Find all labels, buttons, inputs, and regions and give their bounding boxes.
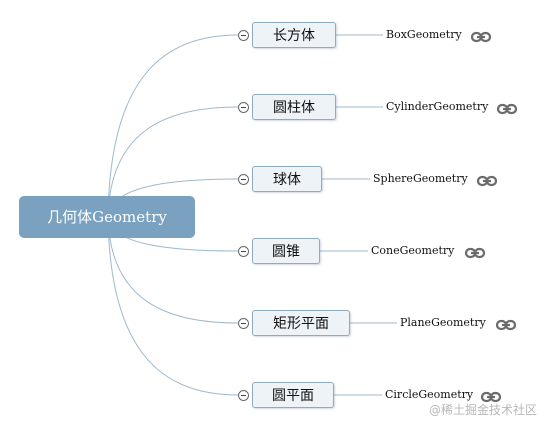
collapse-minus-icon[interactable] bbox=[238, 390, 249, 401]
link-icon[interactable] bbox=[471, 31, 491, 43]
leaf-label-cylindergeometry[interactable]: CylinderGeometry bbox=[386, 100, 489, 113]
branch-node-plane[interactable]: 矩形平面 bbox=[252, 310, 350, 336]
branch-label: 长方体 bbox=[273, 28, 315, 44]
branch-label: 球体 bbox=[273, 172, 301, 188]
branch-node-cone[interactable]: 圆锥 bbox=[252, 238, 320, 264]
branch-label: 圆锥 bbox=[272, 244, 300, 260]
connector-curve bbox=[107, 216, 239, 324]
root-label-en: Geometry bbox=[92, 208, 167, 226]
branch-label: 圆平面 bbox=[272, 388, 314, 404]
link-icon[interactable] bbox=[477, 175, 497, 187]
collapse-minus-icon[interactable] bbox=[238, 102, 249, 113]
connector-curve bbox=[107, 106, 239, 218]
leaf-label-planegeometry[interactable]: PlaneGeometry bbox=[400, 316, 486, 329]
link-icon[interactable] bbox=[465, 247, 485, 259]
leaf-label-boxgeometry[interactable]: BoxGeometry bbox=[386, 28, 462, 41]
connector-curve bbox=[107, 34, 239, 218]
collapse-minus-icon[interactable] bbox=[238, 246, 249, 257]
leaf-label-circlegeometry[interactable]: CircleGeometry bbox=[385, 388, 474, 401]
link-icon[interactable] bbox=[497, 103, 517, 115]
branch-node-cylinder[interactable]: 圆柱体 bbox=[252, 94, 336, 120]
watermark: @稀土掘金技术社区 bbox=[428, 403, 537, 417]
connector-curve bbox=[107, 216, 239, 396]
link-icon[interactable] bbox=[481, 391, 501, 403]
link-icon[interactable] bbox=[496, 319, 516, 331]
leaf-label-spheregeometry[interactable]: SphereGeometry bbox=[373, 172, 468, 185]
leaf-connector-lines bbox=[320, 34, 397, 396]
collapse-minus-icon[interactable] bbox=[238, 174, 249, 185]
leaf-label-conegeometry[interactable]: ConeGeometry bbox=[371, 244, 455, 257]
collapse-minus-icon[interactable] bbox=[238, 318, 249, 329]
branch-node-box[interactable]: 长方体 bbox=[252, 22, 336, 48]
collapse-minus-icon[interactable] bbox=[238, 30, 249, 41]
branch-label: 矩形平面 bbox=[273, 316, 329, 332]
branch-node-circle[interactable]: 圆平面 bbox=[252, 382, 334, 408]
branch-label: 圆柱体 bbox=[273, 100, 315, 116]
root-node-geometry[interactable]: 几何体Geometry bbox=[19, 196, 195, 238]
branch-node-sphere[interactable]: 球体 bbox=[252, 166, 322, 192]
root-label-cn: 几何体 bbox=[47, 208, 93, 226]
